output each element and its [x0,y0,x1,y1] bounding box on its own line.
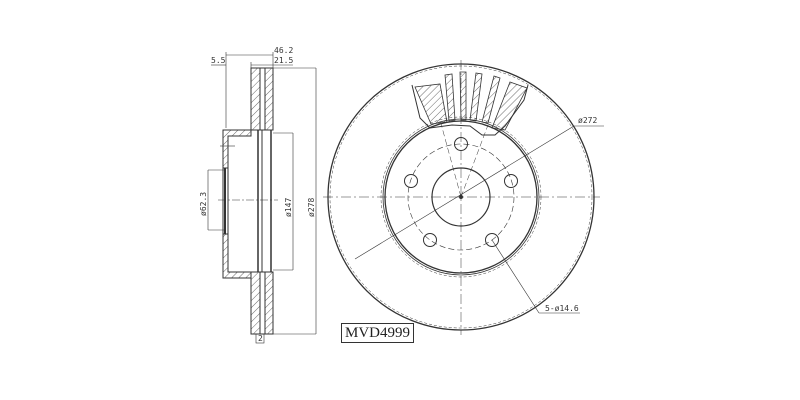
side-view-labels: 46.2 21.5 5.5 ø62.3 ø147 ø278 2 [199,46,316,343]
dim-center-bore: ø62.3 [199,192,208,216]
front-view-labels: ø272 5-ø14.6 [545,116,597,313]
bolt-hole [423,233,437,247]
side-view [207,52,317,344]
dim-effective-diameter: ø272 [578,116,597,125]
dim-hat-diameter: ø147 [284,198,293,217]
dim-min-thickness: 2 [258,334,263,343]
dim-total-height: 46.2 [274,46,293,55]
bolt-hole [485,233,499,247]
front-view [323,60,604,335]
dim-bolt-holes: 5-ø14.6 [545,304,579,313]
dim-hub-offset: 5.5 [211,56,226,65]
part-number-label: MVD4999 [341,323,415,343]
dim-outer-diameter: ø278 [307,198,316,217]
bolt-hole [404,174,418,188]
bolt-hole [504,174,518,188]
dim-disc-thickness: 21.5 [274,56,293,65]
